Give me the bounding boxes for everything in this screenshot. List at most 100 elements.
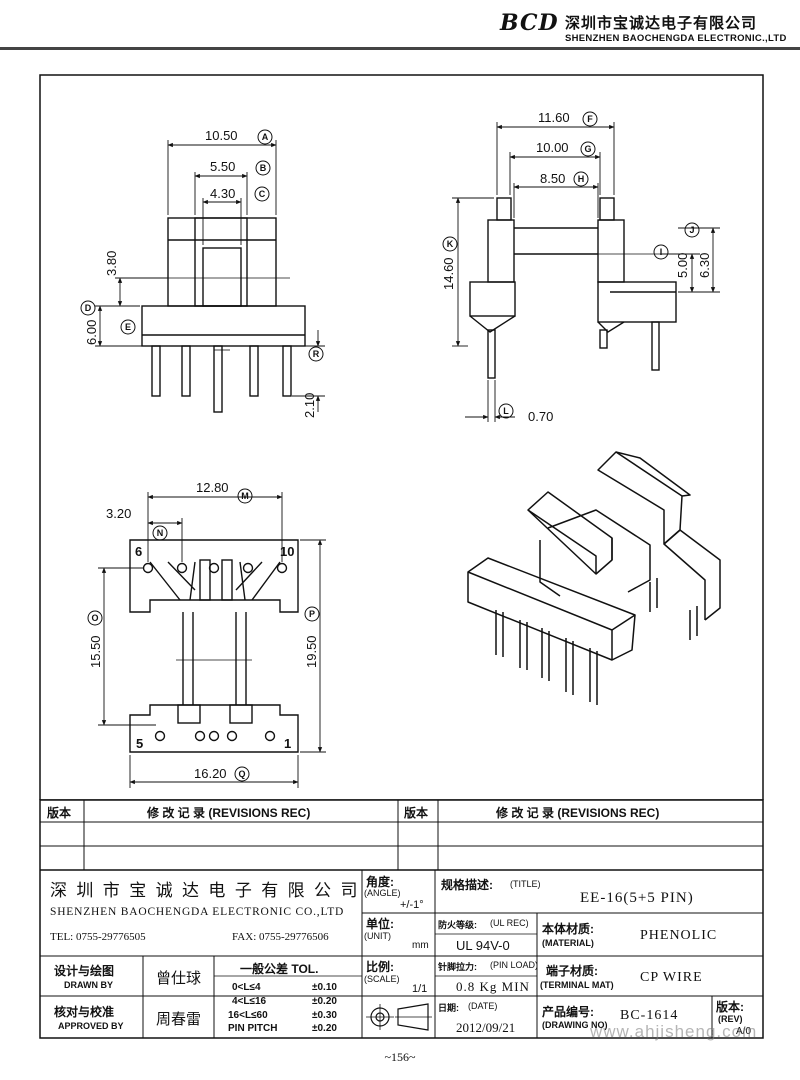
svg-text:O: O [91,613,98,623]
tol-range-3: PIN PITCH [228,1023,278,1034]
svg-text:K: K [447,239,454,249]
svg-text:R: R [313,349,320,359]
svg-text:Q: Q [238,769,245,779]
rev-col-record-right: 修 改 记 录 (REVISIONS REC) [496,806,660,820]
side-view [469,197,677,379]
tb-drawing-no-label: 产品编号: [542,1005,594,1019]
tb-tel: TEL: 0755-29776505 [50,931,146,943]
watermark-text: www.ahjisheng.com [590,1022,758,1041]
dimension-labels: 10.50 5.50 4.30 6.00 3.80 2.10 11.60 10.… [84,110,712,781]
dim-r: 2.10 [302,393,317,418]
tb-material-label: 本体材质: [542,922,594,936]
table-grid [39,799,764,1039]
tb-title-value: EE-16(5+5 PIN) [580,890,694,906]
tb-terminal-value: CP WIRE [640,970,703,985]
tb-title-label: 规格描述: [441,878,493,892]
front-view-dimensions [95,140,325,412]
circle-markers [80,111,700,782]
tol-value-1: ±0.20 [312,996,337,1007]
header-rule [0,47,800,50]
dim-l: 0.70 [528,409,553,424]
rev-col-record-left: 修 改 记 录 (REVISIONS REC) [147,806,311,820]
svg-text:G: G [584,144,591,154]
dim-q: 16.20 [194,766,227,781]
tb-fire-label: 防火等级: [438,920,477,930]
dim-b: 5.50 [210,159,235,174]
pin-6: 6 [135,544,142,559]
tol-range-2: 16<L≤60 [228,1010,268,1021]
dim-i: 5.00 [675,253,690,278]
pin-1: 1 [284,736,291,751]
tb-material-value: PHENOLIC [640,928,718,943]
dim-o: 15.50 [88,635,103,668]
company-logo: BCD [500,10,559,36]
tb-angle-en: (ANGLE) [364,888,401,898]
tb-rev-label: 版本: [716,1000,744,1014]
tb-scale-value: 1/1 [412,983,428,995]
pin-labels: 6 10 5 1 [135,544,294,751]
tb-angle-value: +/-1° [400,899,424,911]
tb-company-cn: 深 圳 市 宝 诚 达 电 子 有 限 公 司 [50,881,360,901]
tb-angle-label: 角度: [366,875,394,889]
tb-drawn-en: DRAWN BY [64,980,113,990]
dim-j: 6.30 [697,253,712,278]
tb-approved-label: 核对与校准 [54,1005,115,1019]
tb-fax: FAX: 0755-29776506 [232,931,329,943]
pin-5: 5 [136,736,143,751]
dim-a: 10.50 [205,128,238,143]
company-name-cn: 深圳市宝诚达电子有限公司 [565,14,758,32]
dim-h: 8.50 [540,171,565,186]
tb-unit-value: mm [412,940,429,951]
tol-range-1: 4<L≤16 [232,996,267,1007]
tb-drawn-value: 曾仕球 [156,969,202,987]
tb-date-value: 2012/09/21 [456,1020,516,1035]
tb-material-en: (MATERIAL) [542,938,594,948]
front-view [141,217,306,413]
dim-e: 3.80 [104,251,119,276]
dim-n: 3.20 [106,506,131,521]
svg-text:P: P [309,609,315,619]
tb-rev-value: A/0 [736,1026,752,1037]
tb-pin-load-label: 针脚拉力: [438,962,477,972]
dim-c: 4.30 [210,186,235,201]
tb-unit-en: (UNIT) [364,931,391,941]
tol-value-3: ±0.20 [312,1023,337,1034]
tol-value-2: ±0.30 [312,1010,337,1021]
svg-text:B: B [260,163,267,173]
dim-d: 6.00 [84,320,99,345]
dim-m: 12.80 [196,480,229,495]
tb-scale-en: (SCALE) [364,974,400,984]
tb-date-en: (DATE) [468,1001,498,1011]
tb-pin-load-value: 0.8 Kg MIN [456,979,530,994]
tb-terminal-en: (TERMINAL MAT) [540,980,614,990]
tb-fire-en: (UL REC) [490,918,529,928]
tb-tol-title: 一般公差 TOL. [240,962,319,976]
bottom-view [129,539,299,753]
svg-text:L: L [503,406,509,416]
tb-drawn-label: 设计与绘图 [54,964,115,978]
isometric-view [467,451,721,705]
dim-k: 14.60 [441,257,456,290]
rev-col-version-right: 版本 [404,806,429,820]
drawing-frame [39,74,764,800]
pin-10: 10 [280,544,294,559]
svg-text:A: A [262,132,269,142]
tb-title-en: (TITLE) [510,879,541,889]
tb-pin-load-en: (PIN LOAD) [490,960,539,970]
tb-date-label: 日期: [438,1003,459,1013]
tb-fire-value: UL 94V-0 [456,938,510,953]
company-name-en: SHENZHEN BAOCHENGDA ELECTRONIC.,LTD [565,33,787,44]
svg-text:N: N [157,528,164,538]
svg-text:E: E [125,322,131,332]
tb-drawing-no-value: BC-1614 [620,1008,679,1023]
bottom-view-dimensions [98,492,326,788]
tb-approved-en: APPROVED BY [58,1021,124,1031]
tol-range-0: 0<L≤4 [232,982,261,993]
svg-text:H: H [578,174,585,184]
tb-company-en: SHENZHEN BAOCHENGDA ELECTRONIC CO.,LTD [50,906,345,918]
tb-rev-en: (REV) [718,1014,743,1024]
svg-text:C: C [259,189,266,199]
technical-drawing: 10.50 5.50 4.30 6.00 3.80 2.10 11.60 10.… [39,74,764,800]
tb-terminal-label: 端子材质: [546,964,598,978]
